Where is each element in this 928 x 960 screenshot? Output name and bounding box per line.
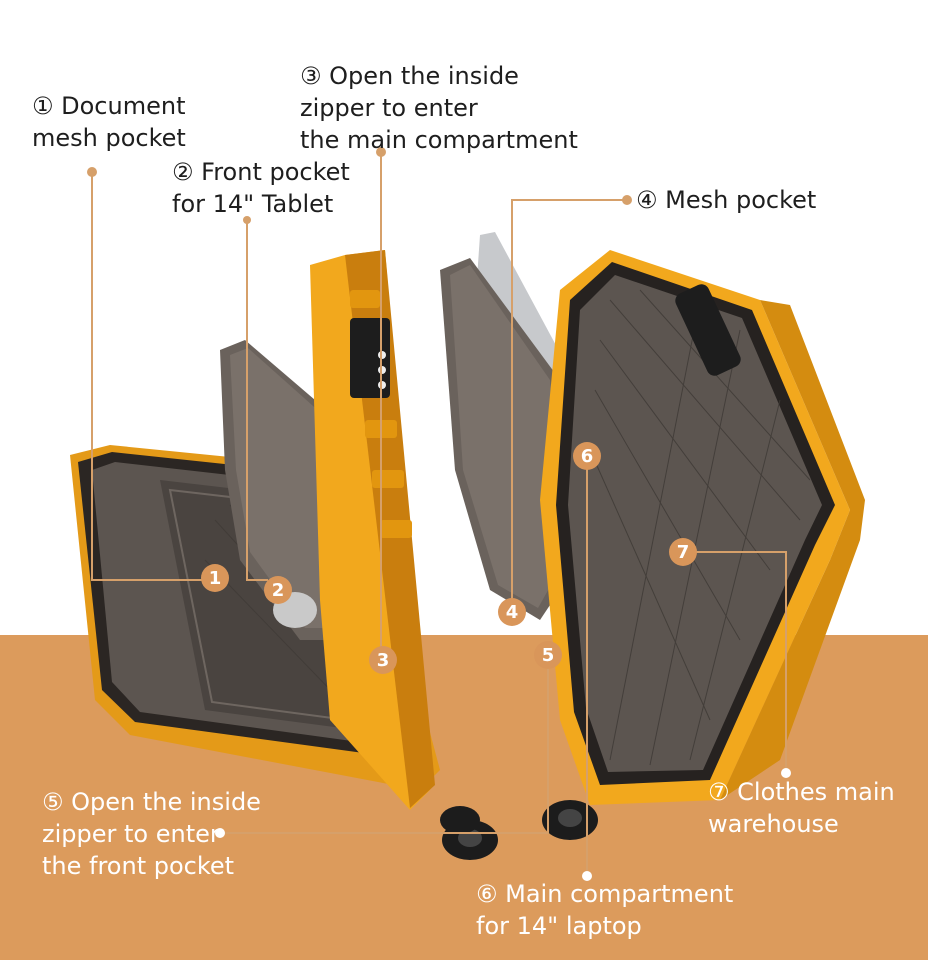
- callout-label-3: ③ Open the inside zipper to enter the ma…: [300, 62, 578, 154]
- svg-text:7: 7: [677, 542, 690, 563]
- svg-text:3: 3: [377, 650, 390, 671]
- badge-6: 6: [573, 442, 601, 470]
- badge-1: 1: [201, 564, 229, 592]
- callout-label-2: ② Front pocket for 14" Tablet: [172, 158, 350, 218]
- callout-label-1: ① Document mesh pocket: [32, 92, 186, 152]
- svg-text:1: 1: [209, 568, 222, 589]
- callout-label-6: ⑥ Main compartment for 14" laptop: [476, 880, 734, 940]
- badge-3: 3: [369, 646, 397, 674]
- svg-text:4: 4: [506, 602, 519, 623]
- svg-text:2: 2: [272, 580, 285, 601]
- badge-7: 7: [669, 538, 697, 566]
- callout-label-4: ④ Mesh pocket: [636, 186, 817, 214]
- badge-4: 4: [498, 598, 526, 626]
- svg-text:5: 5: [542, 645, 555, 666]
- callout-label-7: ⑦ Clothes main warehouse: [708, 778, 895, 838]
- callout-label-5: ⑤ Open the inside zipper to enter the fr…: [42, 788, 261, 880]
- badge-5: 5: [534, 641, 562, 669]
- svg-text:6: 6: [581, 446, 594, 467]
- badge-2: 2: [264, 576, 292, 604]
- callout-lines: [91, 152, 787, 876]
- callout-badges: 1 2 3 4 5 6 7: [201, 442, 697, 674]
- main-shell: [540, 250, 865, 840]
- callout-dots: [87, 147, 791, 881]
